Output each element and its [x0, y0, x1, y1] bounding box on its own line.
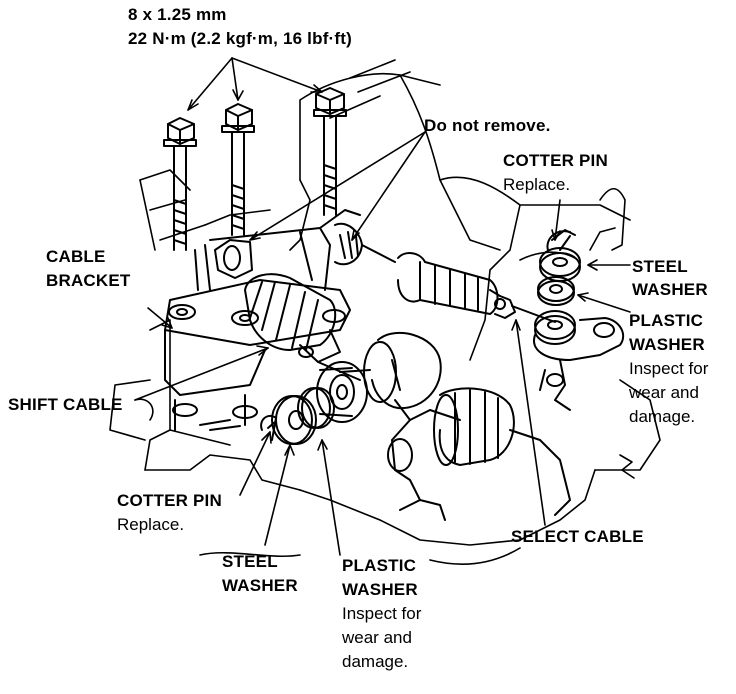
- right-washer-stack: [533, 229, 625, 411]
- transmission-housing: [109, 59, 661, 565]
- shift-lever-assembly: [316, 331, 571, 521]
- cotter-pin-left-note: Replace.: [117, 515, 185, 534]
- cotter-pin-right-label: COTTER PIN: [503, 151, 608, 170]
- leader-lines: [134, 57, 631, 556]
- plastic-washer-right-label-line2: WASHER: [629, 335, 705, 354]
- cable-bracket-label-line2: BRACKET: [46, 271, 131, 290]
- plastic-washer-left-note-line2: wear and: [342, 628, 412, 647]
- left-washer-stack: [260, 387, 335, 445]
- steel-washer-right-label-line1: STEEL: [632, 257, 688, 276]
- mounting-bolt-middle: [221, 103, 255, 236]
- select-cable-label: SELECT CABLE: [511, 527, 644, 546]
- steel-washer-left-label-line1: STEEL: [222, 552, 278, 571]
- plastic-washer-left-label-line1: PLASTIC: [342, 556, 417, 575]
- plastic-washer-left-label-line2: WASHER: [342, 580, 418, 599]
- cable-bracket: [164, 209, 361, 431]
- shift-cable-end: [244, 273, 361, 381]
- plastic-washer-right-label-line1: PLASTIC: [629, 311, 704, 330]
- mounting-bolt-left: [163, 117, 197, 251]
- steel-washer-right-label-line2: WASHER: [632, 280, 708, 299]
- plastic-washer-left-note-line1: Inspect for: [342, 604, 422, 623]
- mounting-bolt-right: [313, 87, 347, 216]
- cable-bracket-label-line1: CABLE: [46, 247, 106, 266]
- torque-bolt-size: 8 x 1.25 mm: [128, 5, 227, 24]
- plastic-washer-right-note-line1: Inspect for: [629, 359, 709, 378]
- do-not-remove-label: Do not remove.: [424, 116, 551, 135]
- torque-spec: 22 N·m (2.2 kgf·m, 16 lbf·ft): [128, 29, 352, 48]
- select-cable-end: [214, 222, 556, 323]
- cotter-pin-right-note: Replace.: [503, 175, 571, 194]
- plastic-washer-right-note-line2: wear and: [629, 383, 699, 402]
- steel-washer-left-label-line2: WASHER: [222, 576, 298, 595]
- plastic-washer-left-note-line3: damage.: [342, 652, 409, 671]
- shift-cable-label: SHIFT CABLE: [8, 395, 123, 414]
- cotter-pin-left-label: COTTER PIN: [117, 491, 222, 510]
- plastic-washer-right-note-line3: damage.: [629, 407, 696, 426]
